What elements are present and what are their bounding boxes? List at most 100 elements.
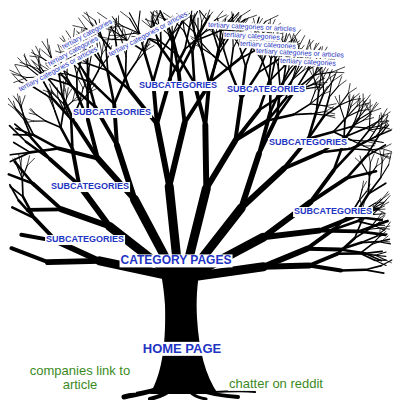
tree-trunk (150, 268, 218, 394)
branch (382, 260, 392, 266)
branch (21, 96, 25, 107)
branch (118, 58, 129, 90)
branch (321, 149, 349, 152)
home-page-label: HOME PAGE (142, 342, 223, 356)
branch (368, 183, 386, 194)
branch (10, 152, 30, 154)
branch (157, 10, 158, 19)
branch (332, 67, 345, 72)
branch (385, 222, 390, 229)
branch (365, 266, 381, 270)
branch (84, 13, 95, 21)
branch (338, 238, 355, 253)
branch (192, 53, 194, 83)
branch (153, 14, 164, 18)
branch (89, 56, 91, 70)
branch (270, 59, 275, 82)
branch (39, 58, 41, 67)
branch (142, 21, 151, 28)
branch (125, 62, 136, 78)
branch (354, 111, 364, 123)
subcategory-label: SUBCATEGORIES (138, 81, 218, 91)
branch (79, 64, 92, 82)
branch (109, 35, 122, 36)
tertiary-label: tertiary categories or articles (16, 44, 99, 93)
branch (235, 110, 259, 140)
branch (87, 12, 92, 24)
branch (118, 16, 119, 26)
branch (36, 46, 42, 57)
root (150, 390, 170, 399)
branch (99, 42, 102, 54)
branch (373, 206, 382, 214)
branch (377, 210, 385, 214)
branch (241, 10, 251, 16)
branch (118, 26, 126, 40)
branch (386, 115, 388, 126)
branch (259, 116, 277, 154)
branch (365, 251, 382, 253)
branch (71, 121, 72, 149)
branch (307, 247, 340, 252)
branch (341, 268, 365, 271)
branch (366, 188, 373, 192)
branch (314, 78, 319, 91)
branch (102, 37, 112, 39)
branch (28, 207, 62, 211)
tertiary-label: tertiary categories (279, 57, 337, 68)
tertiary-label: tertiary categories or articles (106, 9, 189, 58)
branch (239, 45, 246, 67)
branch (338, 252, 360, 255)
branch (329, 87, 338, 98)
subcategory-label: SUBCATEGORIES (226, 85, 306, 95)
branch (382, 240, 390, 242)
branch (20, 104, 25, 117)
subcategory-label: SUBCATEGORIES (72, 108, 152, 118)
branch (338, 80, 346, 86)
branch (195, 33, 201, 43)
branch (362, 182, 366, 190)
branch (283, 63, 297, 83)
branch (23, 197, 34, 218)
branch (389, 153, 391, 164)
branch (329, 73, 331, 84)
branch (10, 187, 23, 197)
branch (88, 120, 98, 159)
branch (364, 101, 370, 113)
branch (299, 36, 305, 47)
branch (198, 267, 263, 276)
branch (360, 244, 372, 253)
subcategory-label: SUBCATEGORIES (50, 182, 130, 192)
branch (375, 252, 386, 255)
branch (331, 74, 335, 83)
branch (36, 115, 45, 121)
branch (369, 167, 376, 177)
branch (15, 162, 33, 184)
branch (113, 18, 122, 26)
branch (366, 145, 385, 156)
branch (355, 229, 369, 238)
branch (184, 31, 192, 52)
branch (121, 12, 130, 19)
branch (310, 170, 333, 202)
branch (369, 228, 381, 229)
branch (144, 51, 153, 81)
branch (194, 14, 195, 23)
branch (334, 148, 355, 170)
branch (323, 69, 328, 79)
branch (48, 261, 100, 262)
branch (34, 135, 59, 148)
branch (364, 105, 372, 111)
branch (347, 106, 357, 117)
branch (312, 114, 325, 115)
branch (263, 231, 319, 238)
branch (246, 45, 253, 66)
branch (309, 266, 341, 271)
branch (324, 105, 340, 116)
branch (380, 151, 382, 162)
branch (31, 108, 37, 114)
branch (24, 56, 31, 67)
branch (360, 253, 375, 260)
category-label: CATEGORY PAGES (120, 254, 233, 267)
branch (322, 69, 323, 79)
